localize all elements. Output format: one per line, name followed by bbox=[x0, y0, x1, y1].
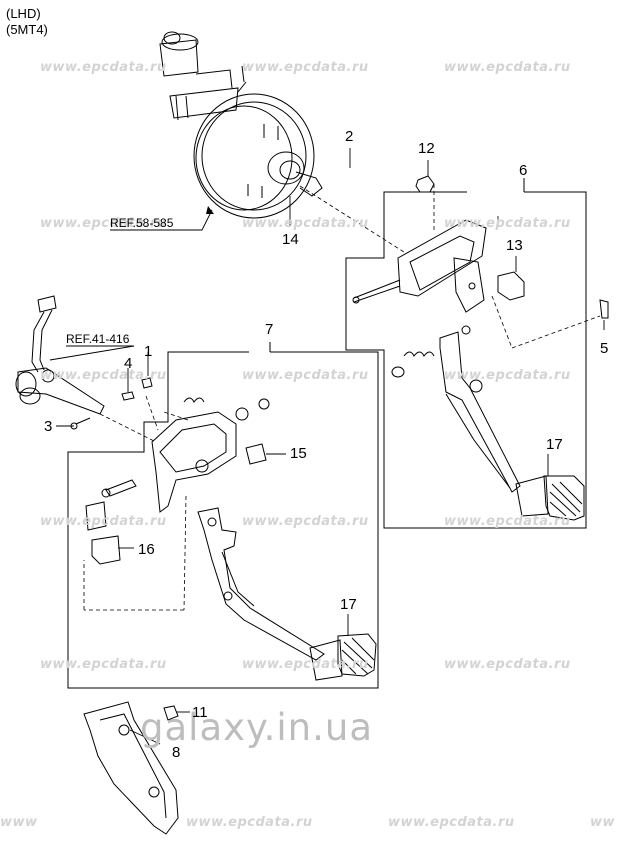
header-drive-type: (LHD) bbox=[6, 6, 41, 21]
brake-pedal-assembly bbox=[352, 219, 585, 521]
watermark: www.epcdata.ru bbox=[40, 368, 167, 383]
header-transmission: (5MT4) bbox=[6, 22, 48, 37]
watermark-galaxy: galaxy.in.ua bbox=[140, 706, 374, 749]
group-frame-7 bbox=[67, 351, 379, 689]
callout-17-clutch: 17 bbox=[340, 596, 357, 613]
watermark: www.epcdata.ru bbox=[388, 815, 515, 830]
callout-11: 11 bbox=[192, 704, 208, 721]
watermark: www.epcdata.ru bbox=[186, 815, 313, 830]
watermark: www.epcdata.ru bbox=[242, 657, 369, 672]
watermark: www.epcdata.ru bbox=[242, 514, 369, 529]
callout-16: 16 bbox=[138, 541, 155, 558]
watermark: www.epcdata.ru bbox=[40, 657, 167, 672]
watermark: www.epcdata.ru bbox=[444, 216, 571, 231]
watermark: www.epcdata.ru bbox=[444, 657, 571, 672]
watermark: www.epcdata.ru bbox=[444, 368, 571, 383]
watermark: www.epcdata.ru bbox=[242, 216, 369, 231]
callout-4: 4 bbox=[124, 355, 133, 372]
callout-2: 2 bbox=[345, 128, 354, 145]
watermark: www.epcdata.ru bbox=[40, 60, 167, 75]
callout-15: 15 bbox=[290, 445, 307, 462]
callout-12: 12 bbox=[418, 140, 435, 157]
callout-3: 3 bbox=[44, 418, 53, 435]
bolt-5 bbox=[599, 299, 609, 319]
callout-17-brake: 17 bbox=[546, 436, 563, 453]
group-frame-6 bbox=[345, 191, 587, 529]
pedal-bracket-8 bbox=[83, 701, 179, 835]
watermark-edge-left: www bbox=[0, 815, 38, 830]
brake-booster bbox=[159, 31, 323, 219]
callout-7: 7 bbox=[265, 321, 274, 338]
watermark: www.epcdata.ru bbox=[40, 216, 167, 231]
watermark-edge-right: ww bbox=[590, 815, 616, 830]
watermark: www.epcdata.ru bbox=[444, 60, 571, 75]
callout-14: 14 bbox=[282, 231, 299, 248]
watermark: www.epcdata.ru bbox=[242, 368, 369, 383]
callout-13: 13 bbox=[506, 237, 523, 254]
callout-8: 8 bbox=[172, 744, 181, 761]
watermark: www.epcdata.ru bbox=[444, 514, 571, 529]
callout-1: 1 bbox=[144, 343, 153, 360]
ref-booster: REF.58-585 bbox=[110, 216, 174, 230]
watermark: www.epcdata.ru bbox=[40, 514, 167, 529]
callout-5: 5 bbox=[600, 340, 609, 357]
ref-clutch: REF.41-416 bbox=[66, 332, 130, 346]
watermark: www.epcdata.ru bbox=[242, 60, 369, 75]
callout-6: 6 bbox=[519, 162, 528, 179]
nut-12 bbox=[415, 175, 435, 193]
clutch-pedal-assembly bbox=[85, 397, 377, 681]
stop-switch bbox=[497, 271, 525, 301]
